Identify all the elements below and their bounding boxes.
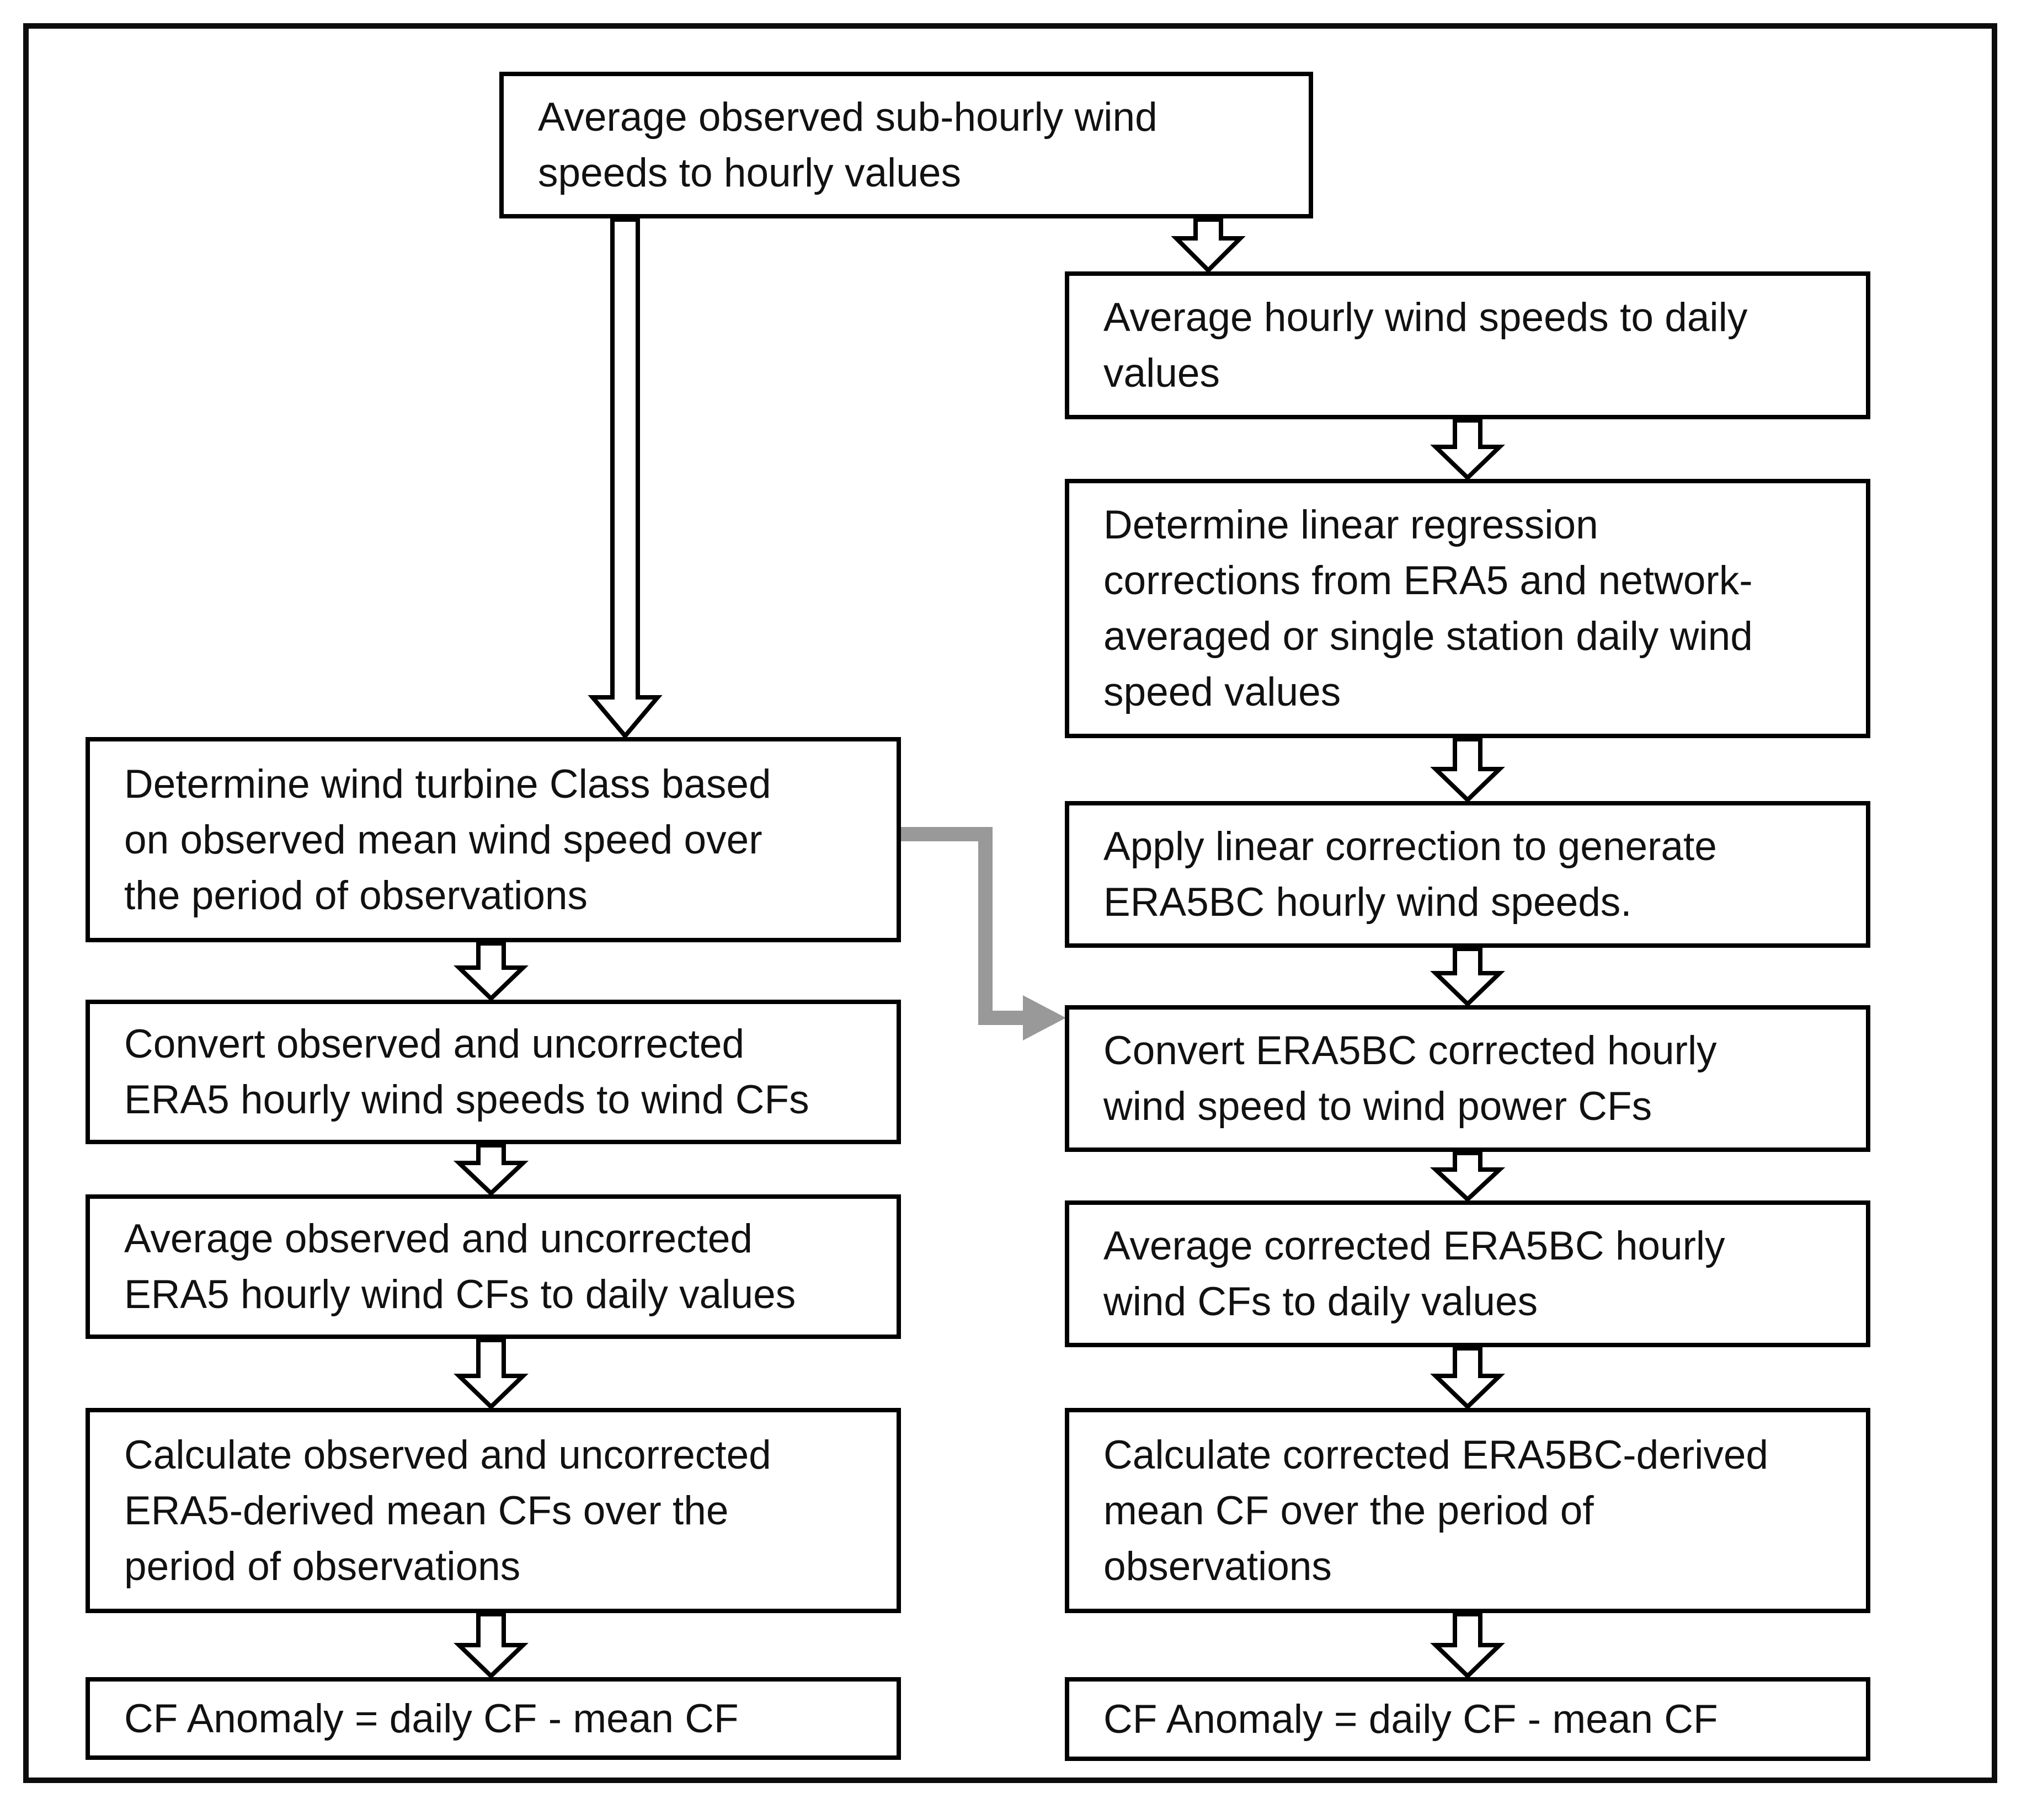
flow-box-cf-anomaly-right: CF Anomaly = daily CF - mean CF (1065, 1677, 1870, 1761)
flow-box-label: Determine wind turbine Class based on ob… (124, 761, 771, 918)
flow-box-label: Determine linear regression corrections … (1103, 503, 1753, 714)
flow-box-determine-linear-regression: Determine linear regression corrections … (1065, 479, 1870, 738)
flow-box-label: Convert observed and uncorrected ERA5 ho… (124, 1022, 809, 1122)
flow-box-cf-anomaly-left: CF Anomaly = daily CF - mean CF (86, 1677, 901, 1760)
flow-box-label: Apply linear correction to generate ERA5… (1103, 824, 1717, 925)
flow-box-label: Average observed and uncorrected ERA5 ho… (124, 1216, 796, 1317)
flow-box-label: Calculate corrected ERA5BC-derived mean … (1103, 1432, 1769, 1589)
flow-box-apply-linear-correction: Apply linear correction to generate ERA5… (1065, 801, 1870, 948)
flow-box-convert-observed-era5-cfs: Convert observed and uncorrected ERA5 ho… (86, 1000, 901, 1144)
flow-box-average-subhourly: Average observed sub-hourly wind speeds … (499, 72, 1313, 218)
flow-box-calculate-era5bc-mean-cf: Calculate corrected ERA5BC-derived mean … (1065, 1408, 1870, 1613)
flow-box-label: Calculate observed and uncorrected ERA5-… (124, 1432, 771, 1589)
flow-box-label: Average hourly wind speeds to daily valu… (1103, 295, 1748, 396)
flow-box-average-hourly-to-daily: Average hourly wind speeds to daily valu… (1065, 271, 1870, 419)
flow-box-label: Average observed sub-hourly wind speeds … (538, 95, 1158, 195)
flow-box-label: Convert ERA5BC corrected hourly wind spe… (1103, 1028, 1717, 1129)
flow-box-calculate-observed-era5-mean-cfs: Calculate observed and uncorrected ERA5-… (86, 1408, 901, 1613)
flow-box-label: CF Anomaly = daily CF - mean CF (1103, 1696, 1718, 1742)
flow-box-average-era5bc-cfs-daily: Average corrected ERA5BC hourly wind CFs… (1065, 1200, 1870, 1347)
flow-box-label: CF Anomaly = daily CF - mean CF (124, 1696, 739, 1741)
flow-box-label: Average corrected ERA5BC hourly wind CFs… (1103, 1224, 1725, 1324)
flow-box-average-observed-era5-cfs-daily: Average observed and uncorrected ERA5 ho… (86, 1194, 901, 1339)
flow-box-convert-era5bc-to-cfs: Convert ERA5BC corrected hourly wind spe… (1065, 1005, 1870, 1152)
flow-box-determine-turbine-class: Determine wind turbine Class based on ob… (86, 737, 901, 942)
